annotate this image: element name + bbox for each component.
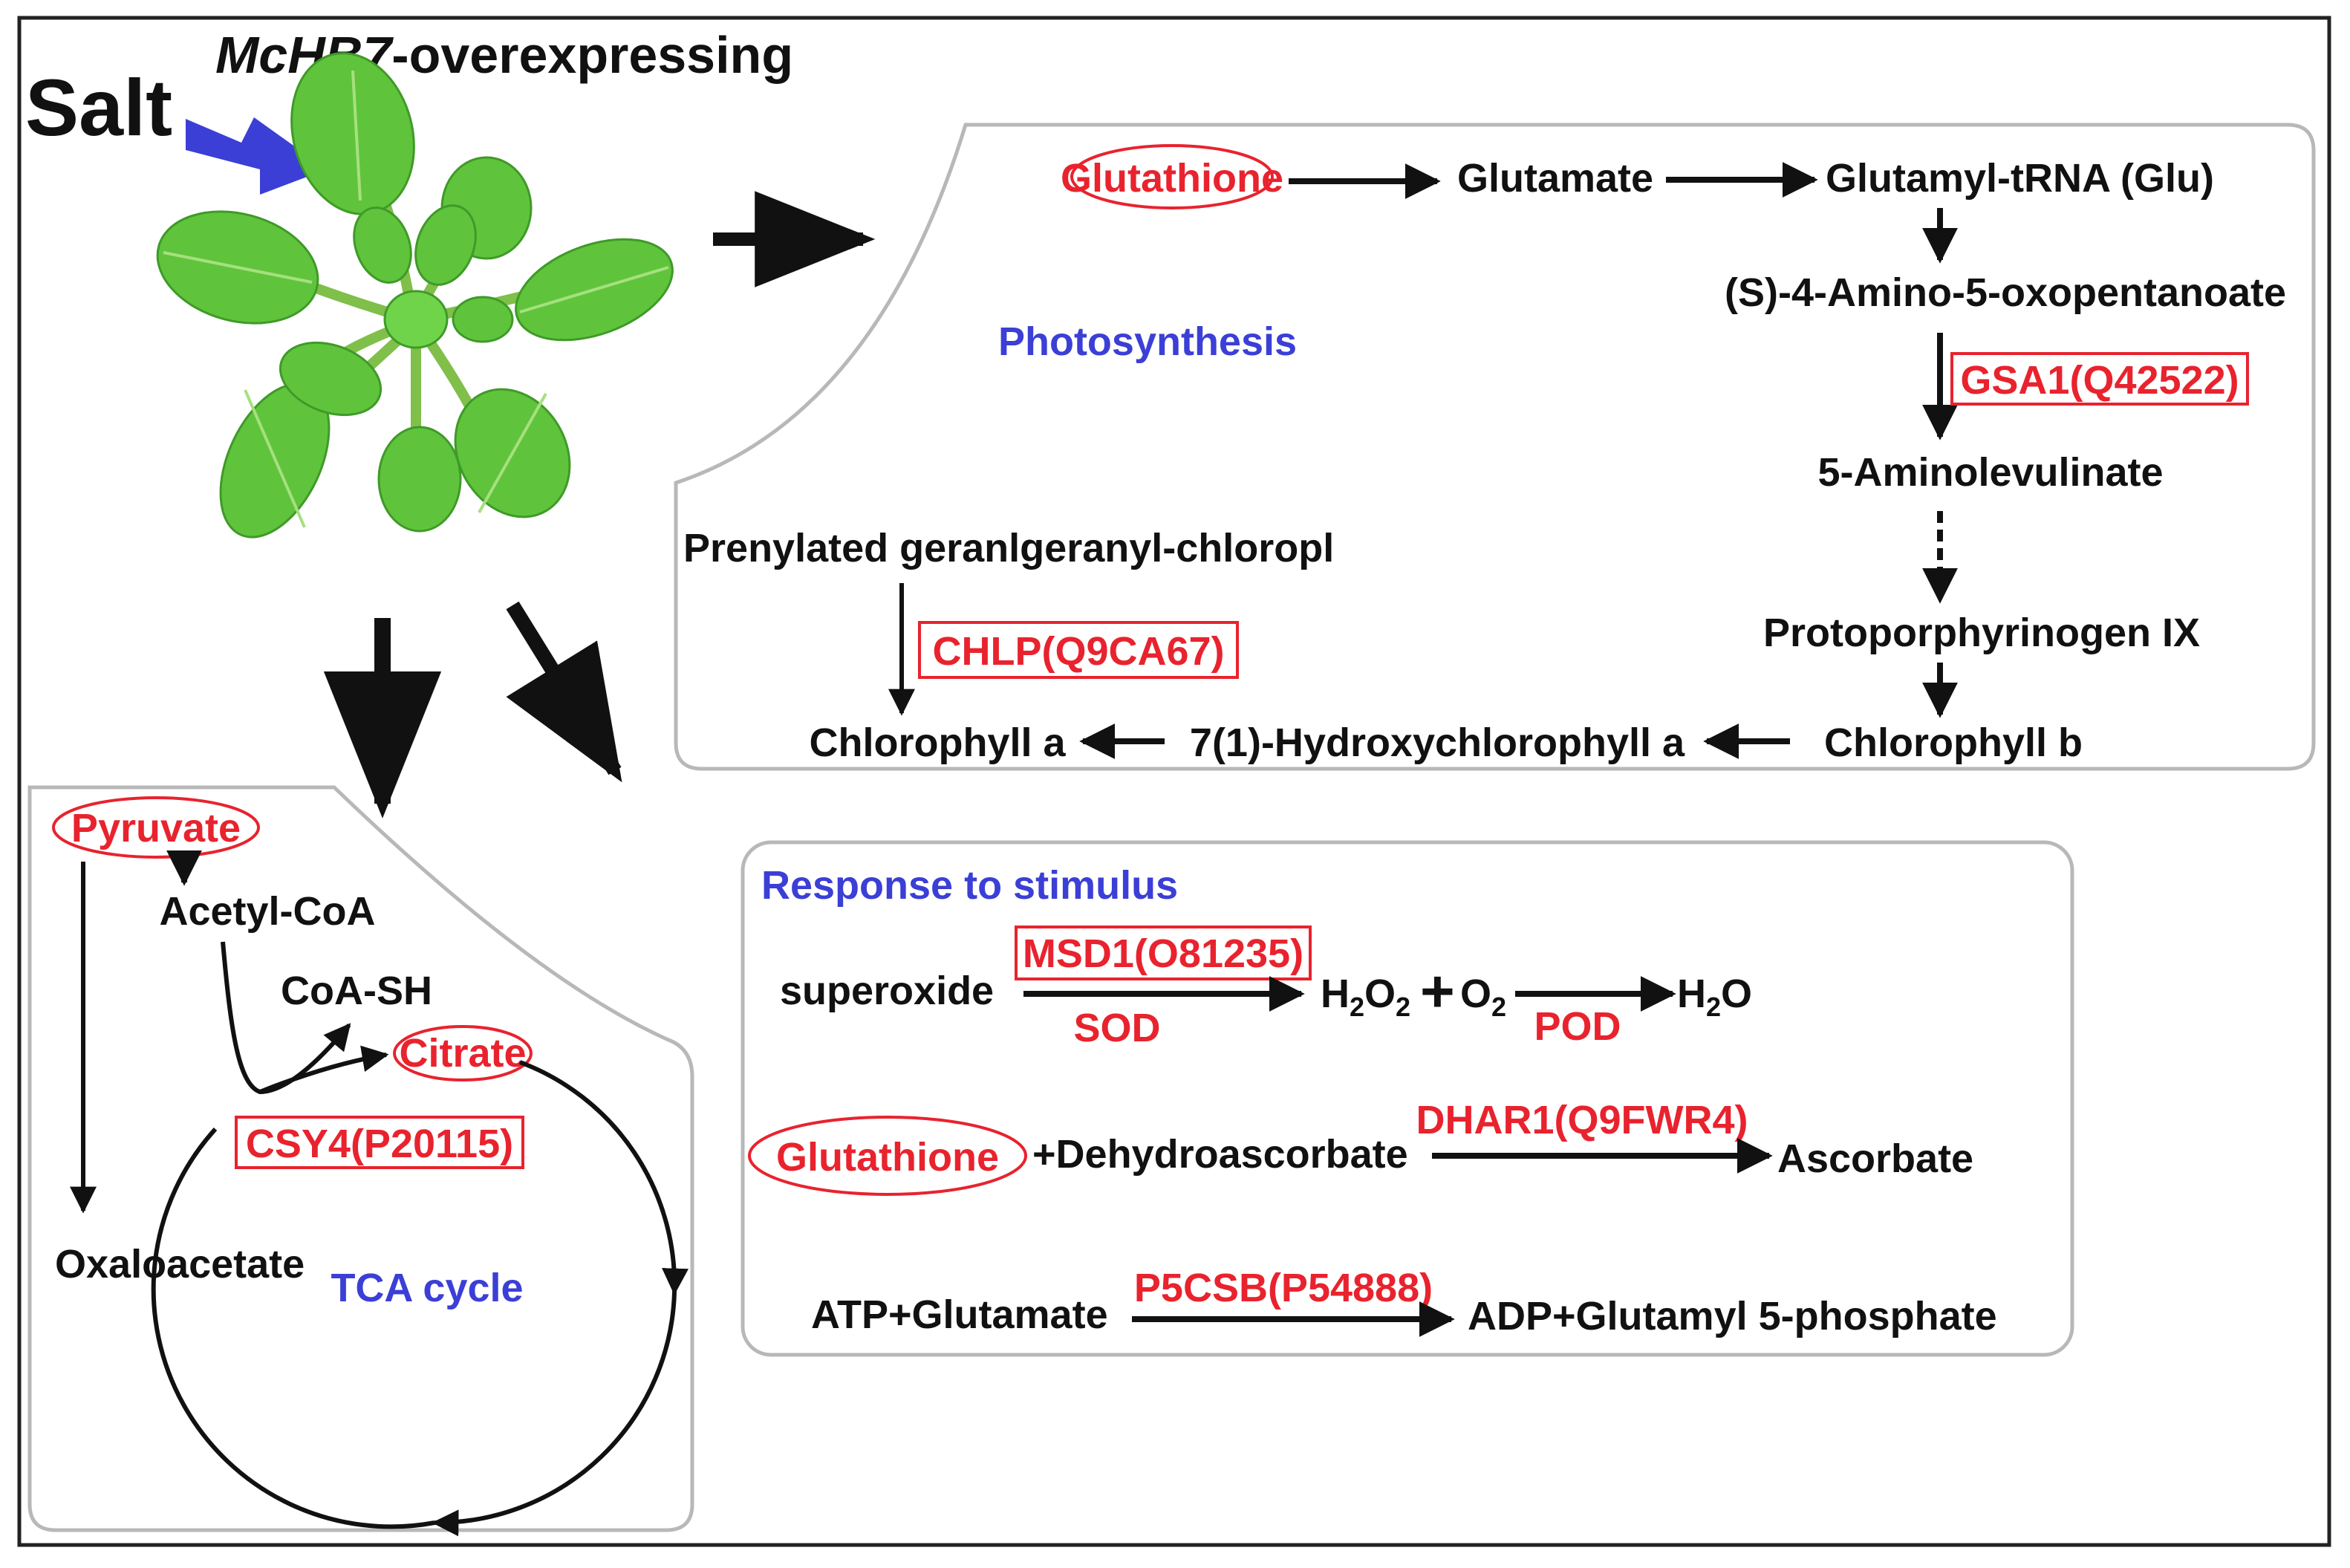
- glutathione-node-1: Glutathione: [1061, 156, 1283, 201]
- salt-label: Salt: [25, 62, 172, 152]
- gsa1-enzyme-box: [1950, 352, 2249, 406]
- o2-node: O2: [1460, 972, 1506, 1022]
- msd1-enzyme-box: [1015, 925, 1312, 980]
- dehydroascorbate-node: +Dehydroascorbate: [1032, 1132, 1408, 1177]
- hydroxychlorophyll-node: 7(1)-Hydroxychlorophyll a: [1190, 720, 1685, 765]
- oxaloacetate-node: Oxaloacetate: [55, 1242, 305, 1286]
- chlp-enzyme-box: [918, 621, 1239, 679]
- plus-sign: +: [1420, 958, 1455, 1024]
- glutamate-node: Glutamate: [1457, 156, 1653, 201]
- ascorbate-node: Ascorbate: [1777, 1136, 1973, 1181]
- glutathione-node-1-oval: [1070, 144, 1274, 209]
- superoxide-node: superoxide: [780, 969, 994, 1013]
- protoporphyrinogen-node: Protoporphyrinogen IX: [1763, 611, 2200, 655]
- citrate-cycle-entry: [258, 1045, 389, 1094]
- acetyl-coa-node: Acetyl-CoA: [159, 889, 375, 934]
- csy4-enzyme: CSY4(P20115): [246, 1122, 513, 1166]
- msd1-enzyme: MSD1(O81235): [1023, 931, 1303, 976]
- prenylated-node: Prenylated geranlgeranyl-chloropl: [683, 526, 1334, 570]
- pyruvate-node-oval: [52, 796, 260, 859]
- tca-cycle-arc-left: [151, 1127, 435, 1529]
- tca-panel: [27, 785, 694, 1532]
- dhar1-enzyme: DHAR1(Q9FWR4): [1416, 1098, 1748, 1142]
- p5csb-enzyme: P5CSB(P54888): [1134, 1266, 1433, 1310]
- glutathione-node-2: Glutathione: [776, 1135, 999, 1180]
- outer-frame: [17, 16, 2331, 1547]
- chlorophyll-b-node: Chlorophyll b: [1824, 720, 2083, 765]
- response-panel: [741, 840, 2074, 1357]
- amino-oxopentanoate-node: (S)-4-Amino-5-oxopentanoate: [1725, 270, 2286, 315]
- atp-glutamate-node: ATP+Glutamate: [811, 1292, 1108, 1337]
- pod-enzyme: POD: [1534, 1004, 1621, 1049]
- aminolevulinate-node: 5-Aminolevulinate: [1817, 450, 2163, 495]
- gene-suffix: -overexpressing: [391, 26, 793, 84]
- chlp-enzyme: CHLP(Q9CA67): [932, 629, 1224, 674]
- gene-title: McHB7-overexpressing: [215, 26, 793, 84]
- salt-arrow: [186, 117, 327, 195]
- photosynthesis-title: Photosynthesis: [998, 319, 1297, 364]
- acetylcoa-to-citrate-curve: [221, 941, 351, 1095]
- adp-glutamyl-node: ADP+Glutamyl 5-phosphate: [1468, 1294, 1997, 1338]
- plant-illustration: [156, 52, 674, 539]
- glutamyl-trna-node: Glutamyl-tRNA (Glu): [1826, 156, 2214, 201]
- citrate-node: Citrate: [399, 1031, 526, 1076]
- response-title: Response to stimulus: [761, 863, 1178, 908]
- pyruvate-node: Pyruvate: [71, 806, 241, 850]
- tca-cycle-arc-bottom: [432, 1292, 677, 1537]
- chlorophyll-a-node: Chlorophyll a: [809, 720, 1066, 765]
- h2o-node: H2O: [1677, 972, 1752, 1022]
- coa-sh-node: CoA-SH: [281, 969, 432, 1013]
- tca-cycle-title: TCA cycle: [331, 1266, 523, 1310]
- h2o2-node: H2O2: [1321, 972, 1410, 1022]
- glutathione-node-2-oval: [748, 1116, 1027, 1196]
- citrate-node-oval: [393, 1025, 533, 1081]
- gsa1-enzyme: GSA1(Q42522): [1960, 358, 2239, 403]
- tca-cycle-arc-right: [518, 1060, 689, 1295]
- photosynthesis-panel: [674, 123, 2316, 771]
- csy4-enzyme-box: [235, 1116, 524, 1169]
- arrow-to-response: [506, 601, 622, 783]
- sod-enzyme: SOD: [1073, 1006, 1160, 1050]
